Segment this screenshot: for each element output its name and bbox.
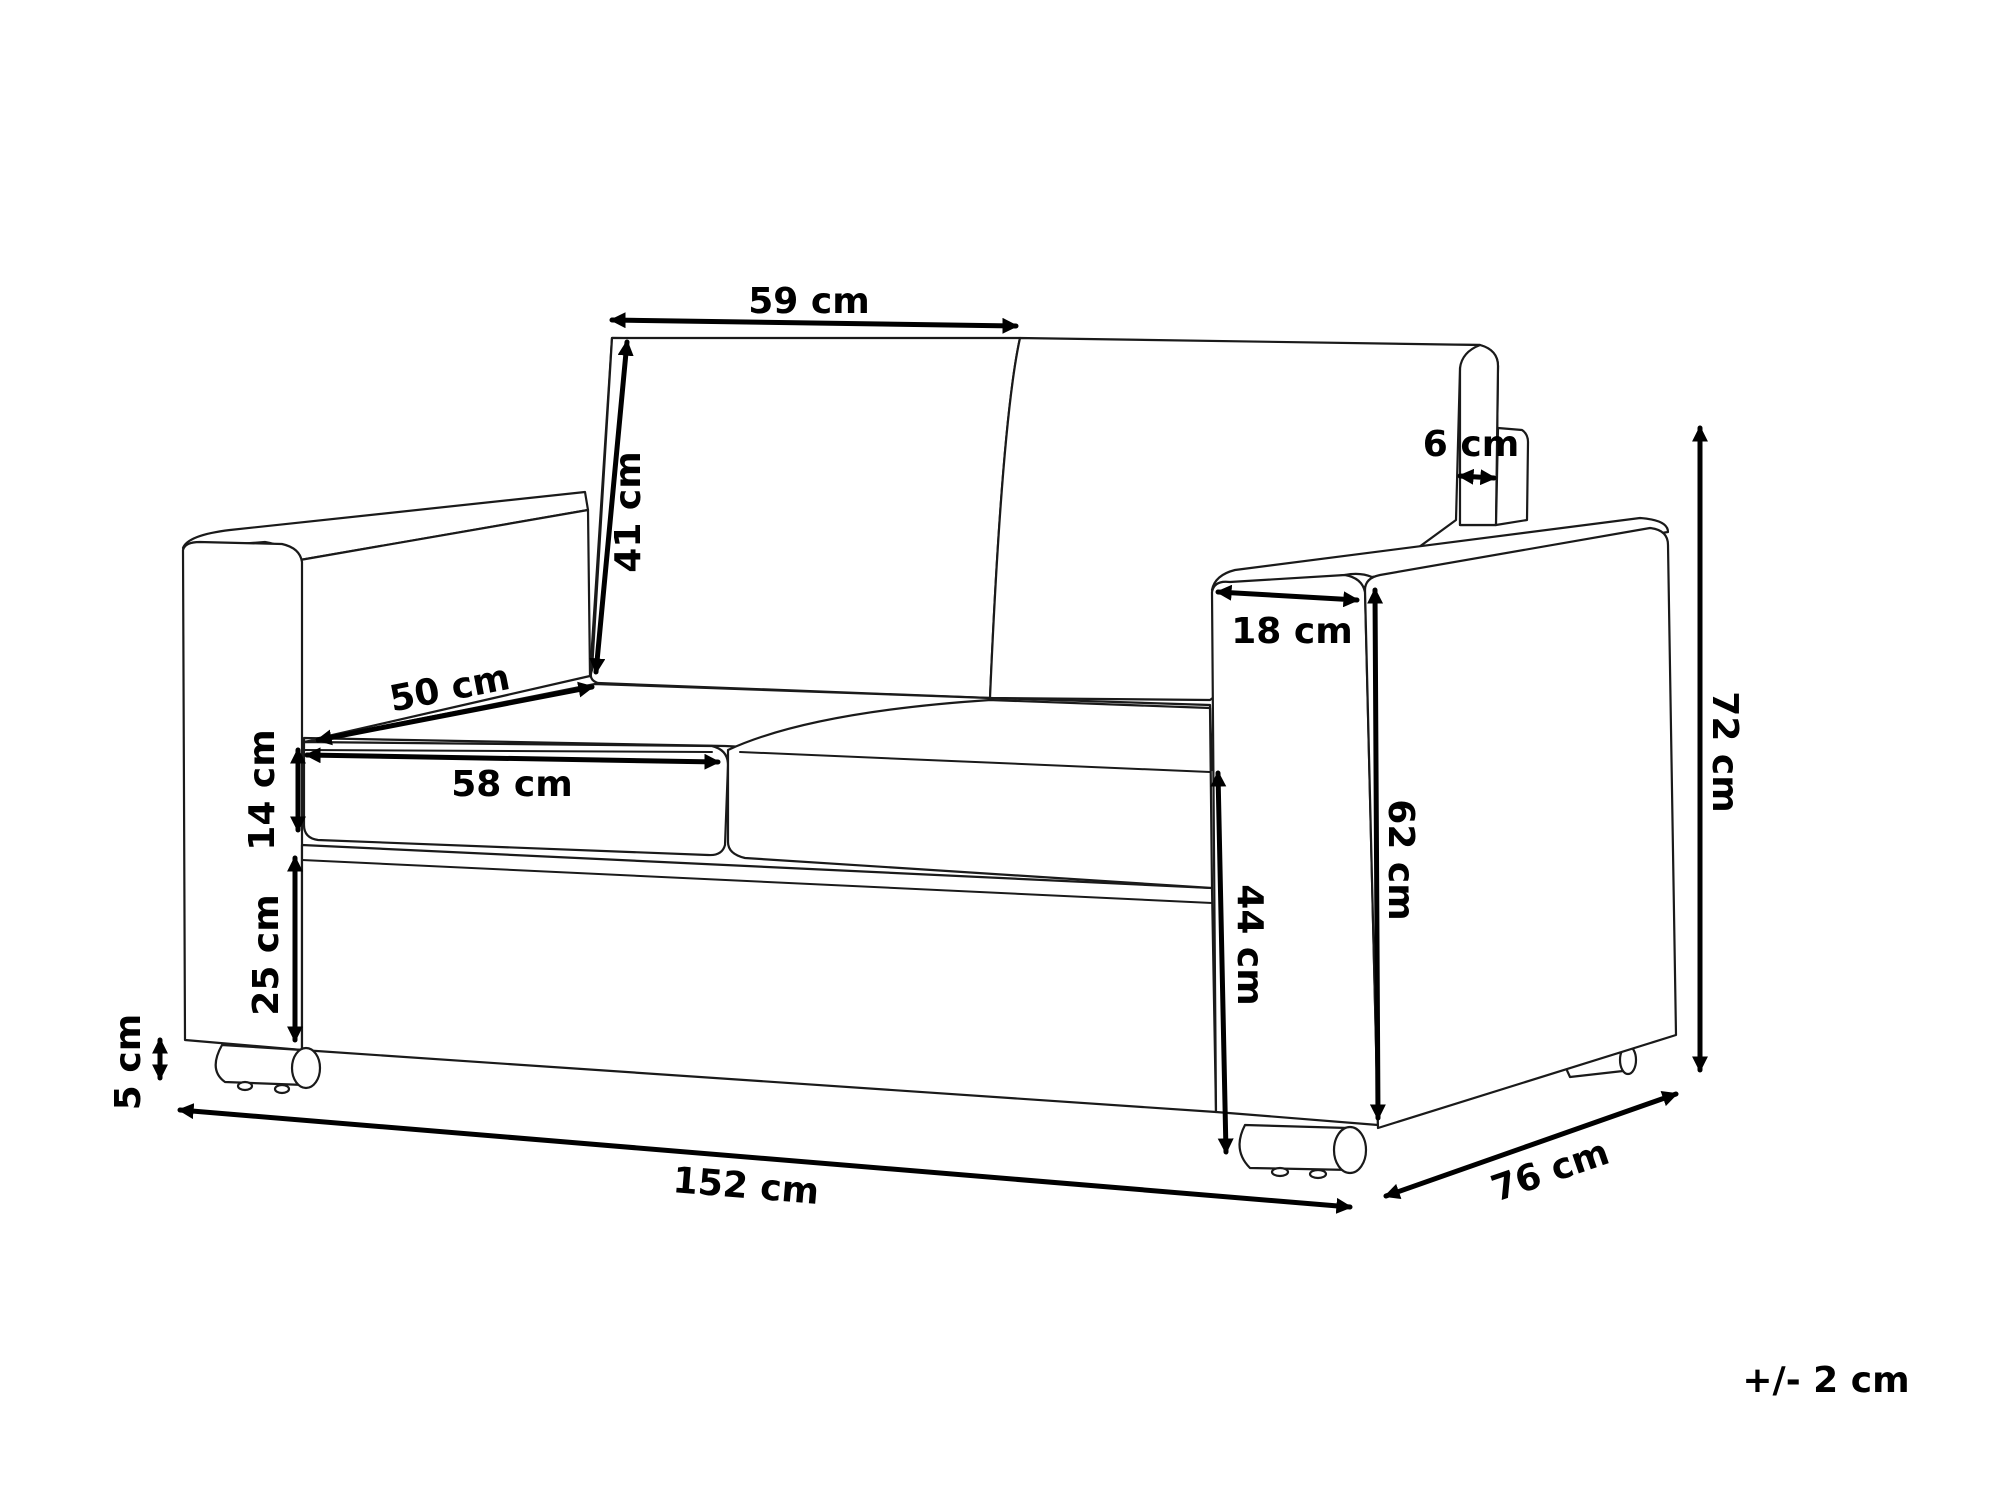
- label-seat-height: 44 cm: [1229, 884, 1270, 1005]
- label-tolerance: +/- 2 cm: [1742, 1360, 1909, 1401]
- label-total-width: 152 cm: [671, 1160, 820, 1213]
- label-cushion-width: 58 cm: [451, 764, 572, 805]
- label-cushion-height: 14 cm: [242, 729, 283, 850]
- seat-base: [300, 843, 1218, 1114]
- dimension-lines: [151, 312, 1709, 1214]
- arrow-cushion-width: [304, 747, 721, 770]
- right-armrest-front: [1210, 573, 1380, 1127]
- right-armrest-side: [1363, 526, 1678, 1130]
- left-armrest-front: [181, 540, 304, 1052]
- arrow-seat-depth: [315, 681, 595, 746]
- arrow-armrest-width: [1215, 584, 1360, 608]
- front-left-foot: [214, 1043, 322, 1095]
- front-right-foot: [1238, 1123, 1368, 1180]
- label-backrest-height: 41 cm: [608, 451, 649, 572]
- seat-cushion-right: [726, 698, 1214, 890]
- right-armrest-top: [1210, 516, 1670, 592]
- seat-base-top-edge: [301, 859, 1213, 904]
- seat-cushion-left: [302, 740, 730, 857]
- arrow-backrest-height: [589, 339, 634, 675]
- label-leg-height: 5 cm: [108, 1014, 149, 1110]
- label-total-depth: 76 cm: [1486, 1132, 1614, 1210]
- arrow-backrest-depth: [1457, 468, 1497, 486]
- arrow-total-width: [177, 1103, 1353, 1214]
- label-backrest-depth: 6 cm: [1423, 424, 1519, 465]
- backrest-left-cushion: [589, 336, 1022, 700]
- arrow-backrest-width: [609, 312, 1019, 334]
- seat-cushion-right-top: [739, 751, 1211, 773]
- label-total-height: 72 cm: [1704, 691, 1745, 812]
- label-armrest-height: 62 cm: [1380, 799, 1421, 920]
- arrow-seat-height: [1210, 770, 1234, 1155]
- backrest-right-cushion: [988, 336, 1482, 702]
- arrow-total-depth: [1383, 1090, 1679, 1200]
- backrest-depth: [1494, 426, 1530, 527]
- label-base-height: 25 cm: [246, 894, 287, 1015]
- arrow-armrest-height: [1367, 587, 1386, 1121]
- label-armrest-width: 18 cm: [1231, 611, 1352, 652]
- label-backrest-width: 59 cm: [748, 281, 869, 322]
